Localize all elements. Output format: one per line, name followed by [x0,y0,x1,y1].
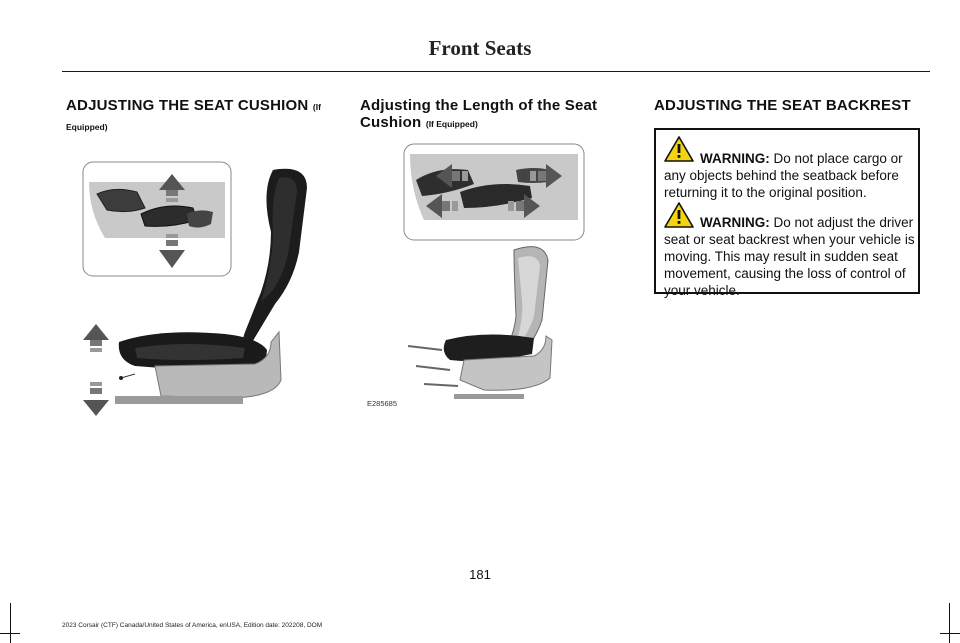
image-code: E285685 [367,399,398,408]
heading-note: (If [312,102,321,112]
warning-triangle-icon [664,202,694,228]
lumbar-switch [187,210,213,228]
seat-icon [115,168,307,404]
seat-cushion-illustration [82,161,307,416]
warning-paragraph: WARNING: Do not adjust the driver seat o… [664,202,922,299]
warning-label: WARNING: [700,215,770,230]
seat-down-arrow-icon [83,382,109,416]
forward-arrow-icon [436,164,468,188]
warning-box: WARNING: Do not place cargo or any objec… [654,128,920,298]
heading-note: (If Equipped) [425,119,478,129]
crop-mark [940,633,960,634]
rearward-arrow-lower-icon [508,194,540,218]
crop-mark [10,603,11,643]
down-arrow-icon [159,234,185,268]
seat-up-arrow-icon [83,324,109,352]
crop-mark [949,603,950,643]
warning-paragraph: WARNING: Do not place cargo or any objec… [664,136,914,201]
heading-note-continued: Equipped) [66,122,108,132]
warning-text: Do not place cargo or any objects behind… [664,151,903,200]
up-arrow-icon [159,174,185,202]
header-divider [62,71,930,72]
section-heading-cushion-length: Adjusting the Length of the Seat [360,97,598,114]
rearward-arrow-icon [530,164,562,188]
page-number: 181 [469,567,491,582]
section-heading-cushion-length-line2: Cushion (If Equipped) [360,114,478,132]
warning-label: WARNING: [700,151,770,166]
section-heading-backrest: ADJUSTING THE SEAT BACKREST [654,97,911,114]
section-heading-seat-cushion: ADJUSTING THE SEAT CUSHION (If [66,97,336,115]
page-header-title: Front Seats [428,36,532,60]
warning-item: WARNING: Do not place cargo or any objec… [664,136,914,201]
backrest-switch [96,188,146,213]
heading-text: ADJUSTING THE SEAT CUSHION [66,97,309,114]
cushion-length-illustration [403,143,585,399]
warning-text: Do not adjust the driver seat or seat ba… [664,215,915,298]
edition-footer: 2023 Corsair (CTF) Canada/United States … [62,622,323,629]
crop-mark [0,633,20,634]
heading-text: Cushion [360,114,422,131]
warning-item: WARNING: Do not adjust the driver seat o… [664,202,922,299]
forward-arrow-lower-icon [426,194,458,218]
seat-icon [407,246,553,399]
warning-triangle-icon [664,136,694,162]
